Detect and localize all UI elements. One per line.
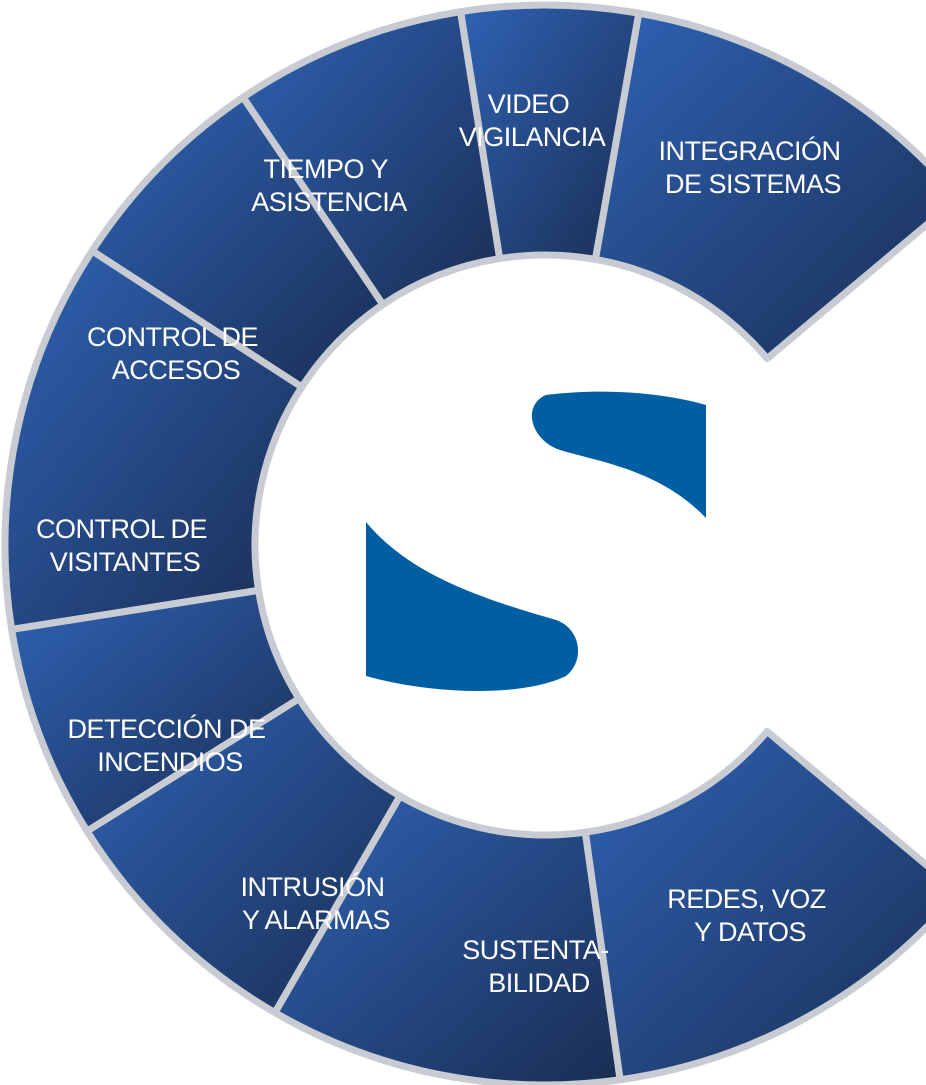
segment-label-tiempo: TIEMPO Y ASISTENCIA: [251, 154, 407, 217]
segment-label-integracion: INTEGRACIÓN DE SISTEMAS: [658, 135, 847, 199]
segment-label-redes: REDES, VOZ Y DATOS: [667, 884, 833, 947]
segment-label-incendios: DETECCIÓN DE INCENDIOS: [67, 713, 272, 777]
segment-label-accesos: CONTROL DE ACCESOS: [87, 322, 265, 385]
segment-label-sustentabilidad: SUSTENTA- BILIDAD: [462, 935, 616, 998]
s-logo-lower-stroke: [366, 522, 579, 692]
s-logo-upper-stroke: [531, 391, 706, 518]
segment-label-intrusion: INTRUSIÓN Y ALARMAS: [240, 871, 391, 935]
segment-label-visitantes: CONTROL DE VISITANTES: [36, 514, 214, 577]
segment-sustentabilidad: [271, 792, 624, 1085]
segment-redes: [581, 727, 926, 1084]
segment-labels: INTEGRACIÓN DE SISTEMAS VIDEO VIGILANCIA…: [36, 89, 847, 998]
segment-label-video: VIDEO VIGILANCIA: [459, 89, 606, 152]
s-logo-icon: [366, 391, 706, 692]
segment-visitantes: [1, 247, 306, 633]
segment-integracion: [591, 9, 926, 363]
